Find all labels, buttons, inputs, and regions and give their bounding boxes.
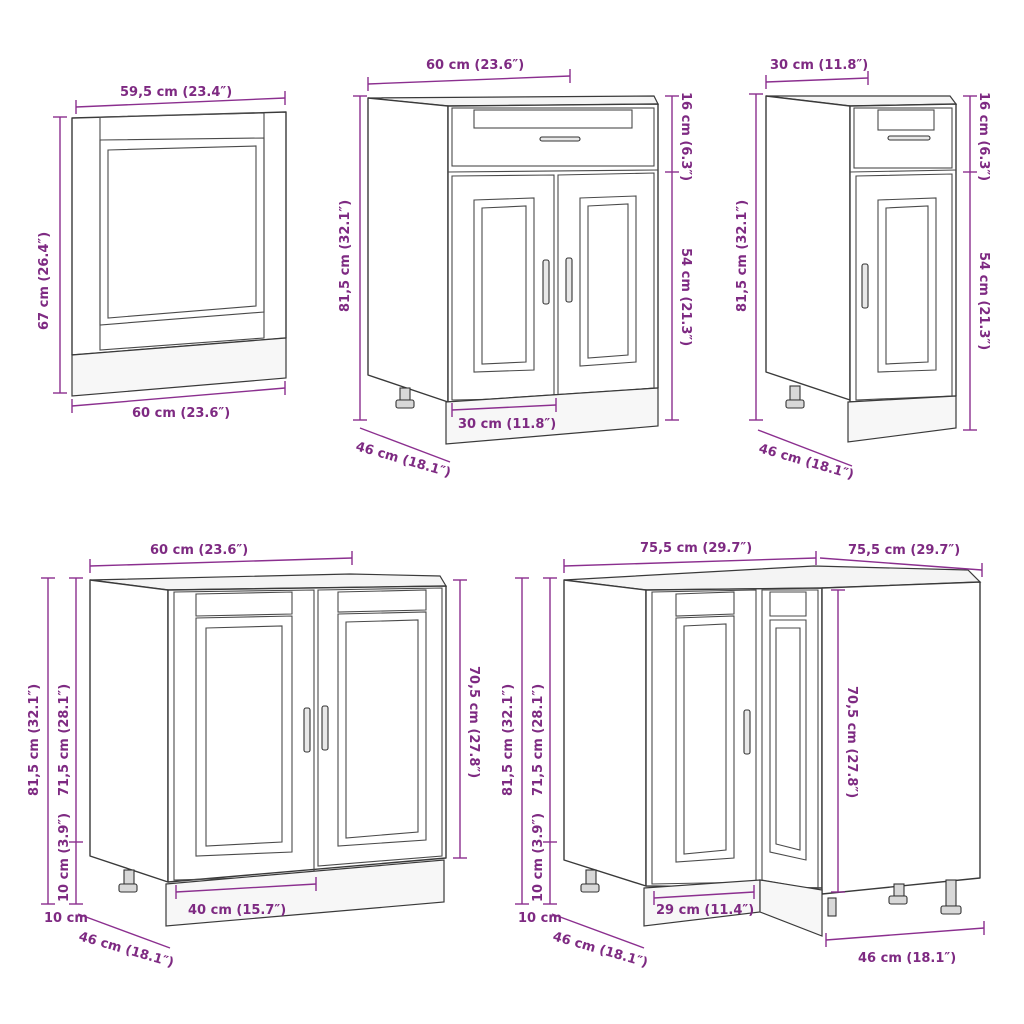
drawer-base-cabinet-60: [367, 95, 659, 445]
leveling-foot: [945, 879, 957, 907]
sink-base-60-plinth-label: 10 cm: [44, 911, 88, 926]
door-handle: [743, 709, 751, 755]
drawer-base-30-height-label: 81,5 cm (32.1″): [735, 200, 750, 312]
corner-base-cabinet: [563, 565, 982, 937]
panel-height-label: 67 cm (26.4″): [37, 232, 52, 330]
sink-base-60-height-label: 81,5 cm (32.1″): [27, 684, 42, 796]
corner-base-width-right-label: 75,5 cm (29.7″): [848, 543, 960, 558]
drawer-base-60-dimensions: [353, 69, 679, 463]
sink-base-60-door-height-label: 70,5 cm (27.8″): [466, 666, 481, 778]
corner-base-body-height-label: 71,5 cm (28.1″): [531, 684, 546, 796]
drawer-base-30-door-height-label: 54 cm (21.3″): [976, 252, 991, 350]
panel-width-bottom-label: 60 cm (23.6″): [132, 406, 230, 421]
drawer-base-cabinet-30: [765, 95, 958, 443]
sink-base-60-dimensions: [41, 551, 467, 949]
drawer-base-30-dimensions: [749, 71, 977, 467]
drawer-base-60-width-label: 60 cm (23.6″): [426, 58, 524, 73]
dishwasher-panel: [71, 111, 287, 397]
corner-base-door-height-label: 70,5 cm (27.8″): [844, 686, 859, 798]
drawer-base-30-width-label: 30 cm (11.8″): [770, 58, 868, 73]
sink-base-cabinet-60: [89, 573, 448, 927]
drawer-base-60-door-height-label: 54 cm (21.3″): [678, 248, 693, 346]
drawer-base-60-height-label: 81,5 cm (32.1″): [338, 200, 353, 312]
leveling-foot: [789, 385, 801, 401]
drawer-base-60-depth-label: 46 cm (18.1″): [354, 439, 453, 480]
door-handle: [321, 705, 329, 751]
leveling-foot: [827, 897, 837, 917]
panel-width-top-label: 59,5 cm (23.4″): [120, 85, 232, 100]
corner-base-width-left-label: 75,5 cm (29.7″): [640, 541, 752, 556]
leveling-foot: [123, 869, 135, 885]
leveling-foot: [399, 387, 411, 401]
leveling-foot: [893, 883, 905, 897]
sink-base-60-door-width-label: 40 cm (15.7″): [188, 903, 286, 918]
leveling-foot: [585, 869, 597, 885]
panel-dimensions: [53, 91, 286, 413]
corner-base-door-width-label: 29 cm (11.4″): [656, 903, 754, 918]
corner-base-height-label: 81,5 cm (32.1″): [501, 684, 516, 796]
corner-base-depth-left-label: 46 cm (18.1″): [551, 929, 650, 970]
door-handle: [542, 259, 550, 305]
door-handle: [303, 707, 311, 753]
sink-base-60-body-height-label: 71,5 cm (28.1″): [57, 684, 72, 796]
drawer-handle: [539, 136, 581, 142]
door-handle: [861, 263, 869, 309]
sink-base-60-width-label: 60 cm (23.6″): [150, 543, 248, 558]
sink-base-60-depth-label: 46 cm (18.1″): [77, 929, 176, 970]
corner-base-plinth-label: 10 cm: [518, 911, 562, 926]
corner-base-plinth-height-label: 10 cm (3.9″): [531, 813, 546, 902]
sink-base-60-plinth-height-label: 10 cm (3.9″): [57, 813, 72, 902]
drawer-base-60-door-width-label: 30 cm (11.8″): [458, 417, 556, 432]
drawer-base-60-drawer-height-label: 16 cm (6.3″): [678, 92, 693, 181]
corner-base-dimensions: [515, 551, 985, 949]
drawer-base-30-drawer-height-label: 16 cm (6.3″): [976, 92, 991, 181]
corner-base-depth-right-label: 46 cm (18.1″): [858, 951, 956, 966]
drawer-handle: [887, 135, 931, 141]
door-handle: [565, 257, 573, 303]
